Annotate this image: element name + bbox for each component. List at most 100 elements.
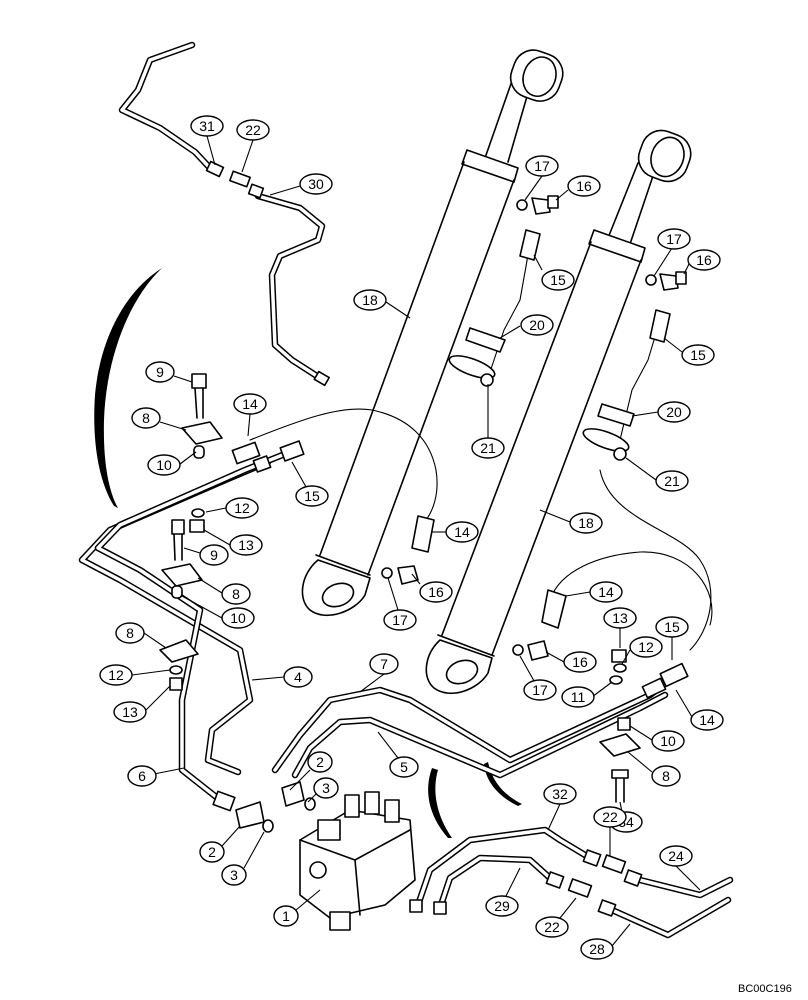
svg-text:4: 4 xyxy=(294,669,302,685)
svg-text:8: 8 xyxy=(126,625,134,641)
callout-16: 16 xyxy=(411,573,453,603)
callout-12: 12 xyxy=(99,664,171,686)
callout-16: 16 xyxy=(545,651,597,673)
callout-8: 8 xyxy=(115,622,167,649)
svg-text:8: 8 xyxy=(142,410,150,426)
svg-text:17: 17 xyxy=(666,231,682,247)
callout-22: 22 xyxy=(535,897,577,938)
svg-text:3: 3 xyxy=(230,867,238,883)
svg-text:18: 18 xyxy=(578,515,594,531)
callout-9: 9 xyxy=(183,544,229,566)
callout-15: 15 xyxy=(291,461,329,507)
callout-16: 16 xyxy=(683,249,721,275)
svg-text:17: 17 xyxy=(534,158,550,174)
callout-9: 9 xyxy=(145,361,193,383)
svg-text:13: 13 xyxy=(612,610,628,626)
callout-11: 11 xyxy=(561,681,613,708)
svg-text:22: 22 xyxy=(602,809,618,825)
callout-7: 7 xyxy=(359,653,399,693)
callout-6: 6 xyxy=(127,765,185,787)
svg-text:9: 9 xyxy=(156,364,164,380)
svg-text:28: 28 xyxy=(589,941,605,957)
svg-text:15: 15 xyxy=(550,272,566,288)
cylinder-18-right xyxy=(425,129,692,695)
callout-14: 14 xyxy=(675,689,724,731)
callout-13: 13 xyxy=(603,607,637,648)
svg-text:14: 14 xyxy=(699,712,715,728)
callout-10: 10 xyxy=(629,725,685,752)
svg-text:16: 16 xyxy=(428,584,444,600)
callout-32: 32 xyxy=(543,783,577,831)
callout-13: 13 xyxy=(113,685,171,723)
svg-text:14: 14 xyxy=(598,584,614,600)
callout-12: 12 xyxy=(621,636,663,665)
cylinder-18-left xyxy=(301,49,564,617)
motion-arrow-left xyxy=(94,268,162,508)
svg-text:20: 20 xyxy=(529,317,545,333)
callout-2: 2 xyxy=(289,751,333,791)
svg-text:15: 15 xyxy=(664,619,680,635)
callout-8: 8 xyxy=(197,577,251,605)
callout-29: 29 xyxy=(485,867,521,917)
svg-text:12: 12 xyxy=(638,639,654,655)
svg-text:21: 21 xyxy=(480,440,496,456)
svg-text:22: 22 xyxy=(245,122,261,138)
svg-text:13: 13 xyxy=(238,537,254,553)
svg-text:8: 8 xyxy=(232,586,240,602)
callout-3: 3 xyxy=(307,777,339,803)
svg-text:12: 12 xyxy=(108,667,124,683)
callout-14: 14 xyxy=(432,521,479,543)
tubes-right xyxy=(271,649,689,803)
callout-21: 21 xyxy=(471,384,505,459)
svg-text:16: 16 xyxy=(696,252,712,268)
callout-10: 10 xyxy=(147,451,197,476)
svg-text:7: 7 xyxy=(380,656,388,672)
svg-text:10: 10 xyxy=(660,733,676,749)
callout-14: 14 xyxy=(233,393,267,437)
callout-15: 15 xyxy=(533,254,575,291)
callout-24: 24 xyxy=(659,845,701,891)
control-valve-1 xyxy=(212,781,416,931)
callout-17: 17 xyxy=(383,577,417,631)
callout-20: 20 xyxy=(631,401,691,423)
svg-text:17: 17 xyxy=(532,682,548,698)
svg-text:16: 16 xyxy=(576,178,592,194)
svg-text:31: 31 xyxy=(199,118,215,134)
tube-30 xyxy=(118,41,330,387)
svg-text:10: 10 xyxy=(156,457,172,473)
svg-text:20: 20 xyxy=(666,404,682,420)
callout-30: 30 xyxy=(269,173,333,196)
svg-text:2: 2 xyxy=(208,844,216,860)
svg-text:14: 14 xyxy=(242,396,258,412)
callout-18: 18 xyxy=(353,289,411,319)
svg-text:2: 2 xyxy=(316,754,324,770)
callout-21: 21 xyxy=(625,457,689,492)
callout-31: 31 xyxy=(190,115,224,166)
svg-text:18: 18 xyxy=(362,292,378,308)
callout-17: 17 xyxy=(519,655,557,701)
callout-8: 8 xyxy=(627,751,681,787)
svg-text:6: 6 xyxy=(138,768,146,784)
svg-text:17: 17 xyxy=(392,612,408,628)
svg-text:21: 21 xyxy=(664,473,680,489)
callout-8: 8 xyxy=(131,407,187,431)
callout-18: 18 xyxy=(539,509,603,534)
svg-text:3: 3 xyxy=(322,780,330,796)
callout-4: 4 xyxy=(251,666,313,688)
svg-text:24: 24 xyxy=(668,848,684,864)
svg-text:10: 10 xyxy=(230,610,246,626)
svg-text:15: 15 xyxy=(304,488,320,504)
callout-10: 10 xyxy=(181,595,255,629)
svg-text:14: 14 xyxy=(454,524,470,540)
svg-text:22: 22 xyxy=(544,919,560,935)
figure-code: BC00C196 xyxy=(738,983,792,995)
callout-17: 17 xyxy=(524,155,559,201)
svg-text:30: 30 xyxy=(308,176,324,192)
svg-text:12: 12 xyxy=(234,500,250,516)
svg-text:11: 11 xyxy=(571,689,586,705)
callout-17: 17 xyxy=(653,228,691,277)
svg-text:9: 9 xyxy=(210,547,218,563)
svg-text:16: 16 xyxy=(572,654,588,670)
svg-text:32: 32 xyxy=(552,786,568,802)
